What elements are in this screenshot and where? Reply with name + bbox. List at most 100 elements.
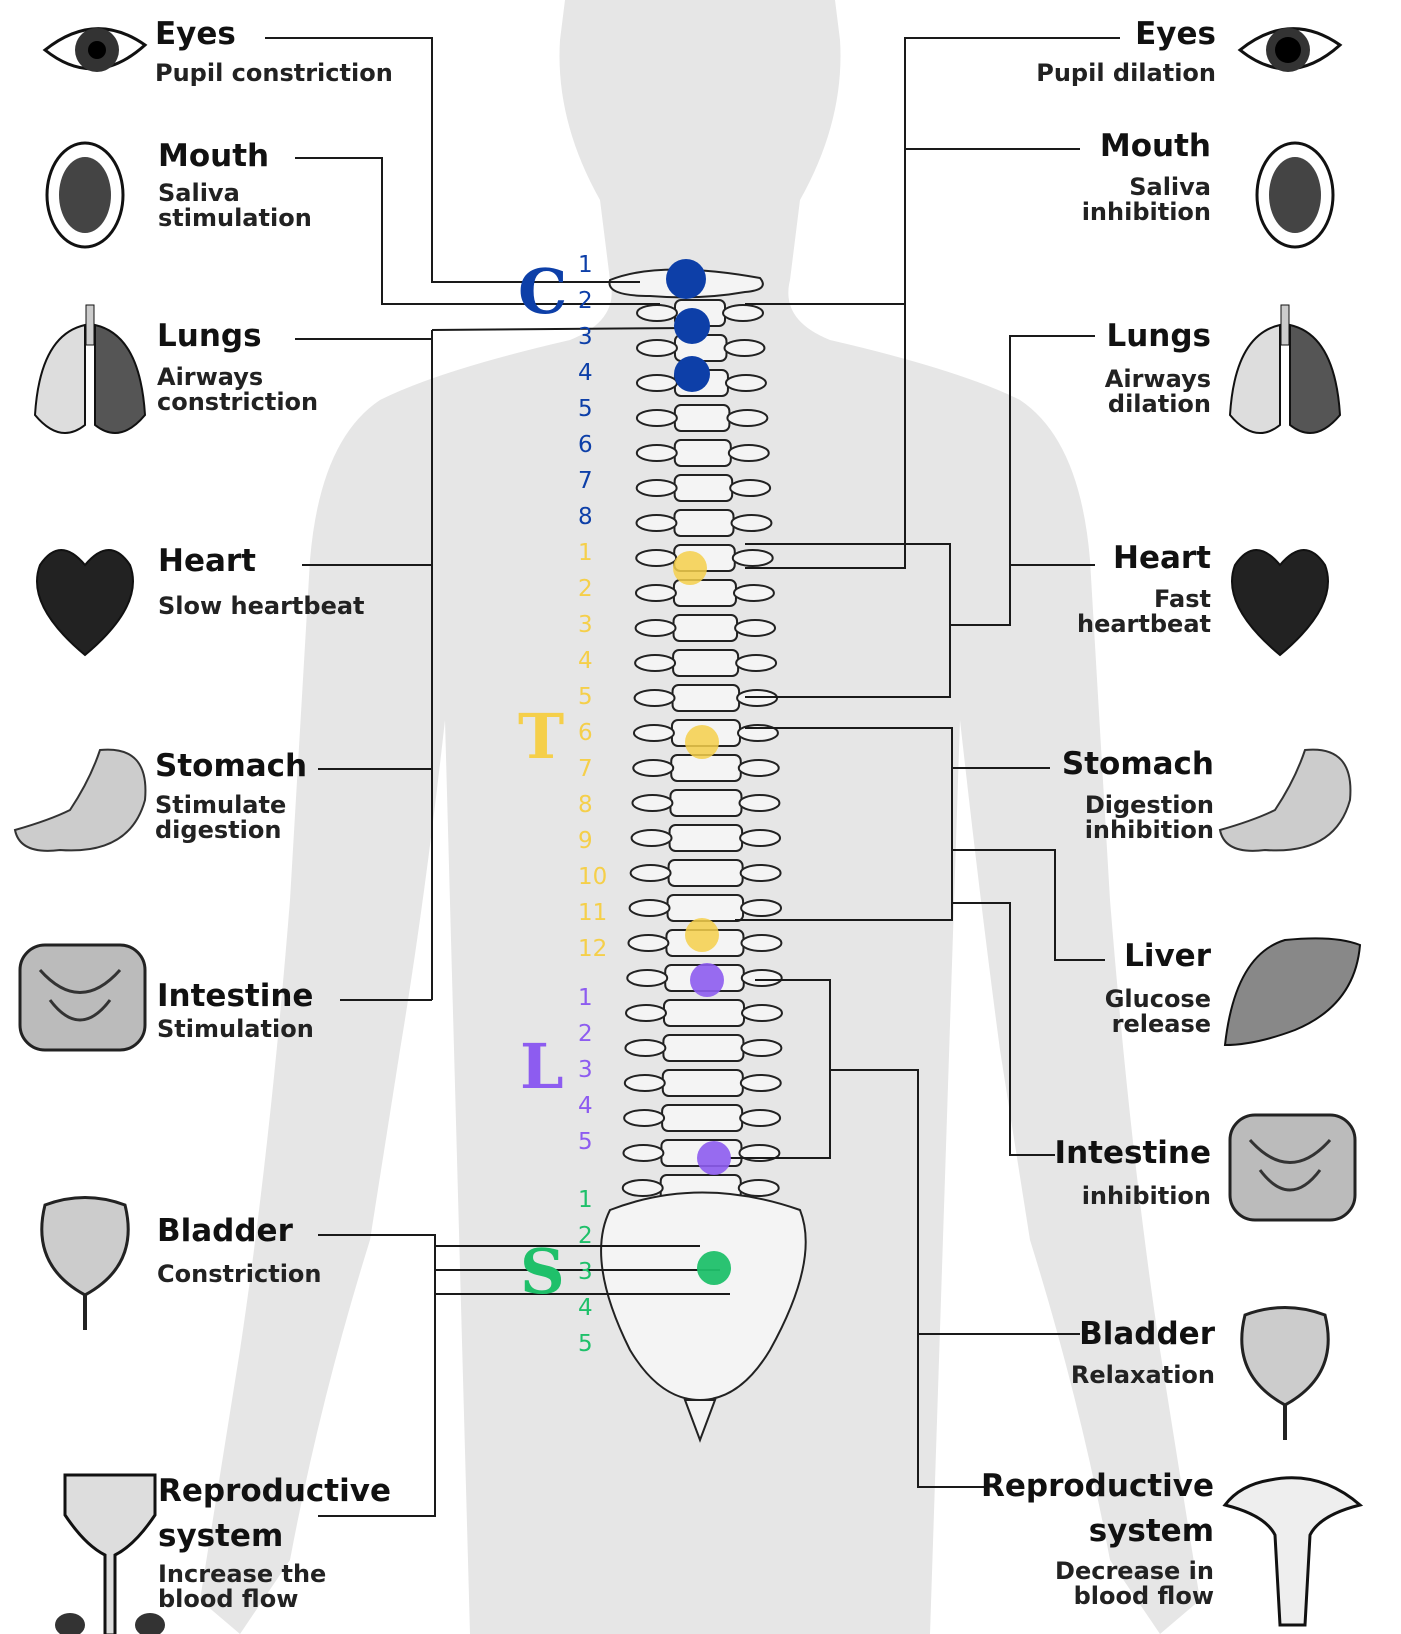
vertebra-process xyxy=(723,305,763,321)
left-lungs-label: Lungs Airways constriction xyxy=(157,320,318,415)
lumbar-letter: L xyxy=(520,1030,564,1103)
vertebra-process xyxy=(729,445,769,461)
right-lungs-sub2: dilation xyxy=(1105,392,1211,417)
right-eyes-sub: Pupil dilation xyxy=(1036,61,1216,86)
left-mouth-title: Mouth xyxy=(158,140,312,173)
vertebra-process xyxy=(727,410,767,426)
right-bladder-label: Bladder Relaxation xyxy=(1071,1318,1215,1388)
vertebra-process xyxy=(741,865,781,881)
intestine-icon xyxy=(1230,1115,1355,1220)
right-bladder-sub: Relaxation xyxy=(1071,1363,1215,1388)
right-heart-sub2: heartbeat xyxy=(1077,612,1211,637)
vertebra-process xyxy=(626,1005,666,1021)
left-lungs-title: Lungs xyxy=(157,320,318,353)
left-heart-sub: Slow heartbeat xyxy=(158,594,365,619)
left-reproductive-title2: system xyxy=(158,1520,391,1553)
right-heart-label: Heart Fast heartbeat xyxy=(1077,542,1211,637)
cervical-dot xyxy=(674,356,710,392)
left-intestine-title: Intestine xyxy=(157,980,314,1013)
bladder-icon xyxy=(1242,1308,1328,1441)
vertebra-process xyxy=(631,865,671,881)
right-bladder-title: Bladder xyxy=(1071,1318,1215,1351)
right-stomach-sub2: inhibition xyxy=(1062,818,1214,843)
vertebra-number-s: 4 xyxy=(578,1295,618,1321)
left-intestine-sub: Stimulation xyxy=(157,1017,314,1042)
vertebra-number-s: 5 xyxy=(578,1331,618,1357)
lungs-icon xyxy=(1230,305,1340,433)
lumbar-dot xyxy=(697,1141,731,1175)
vertebra-number-t: 2 xyxy=(578,576,618,602)
right-stomach-sub1: Digestion xyxy=(1062,793,1214,818)
sacral-dot xyxy=(697,1251,731,1285)
left-eyes-label: Eyes Pupil constriction xyxy=(155,18,393,86)
vertebra-process xyxy=(736,655,776,671)
vertebra xyxy=(674,580,736,606)
vertebra xyxy=(671,755,741,781)
vertebra xyxy=(673,650,738,676)
right-mouth-sub1: Saliva xyxy=(1082,175,1211,200)
vertebra-process xyxy=(637,375,677,391)
vertebra-process xyxy=(726,375,766,391)
vertebra xyxy=(674,510,733,536)
right-reproductive-title2: system xyxy=(981,1515,1214,1548)
vertebra-process xyxy=(623,1145,663,1161)
left-stomach-label: Stomach Stimulate digestion xyxy=(155,750,307,843)
vertebra-process xyxy=(625,1075,665,1091)
vertebra xyxy=(664,1000,744,1026)
right-reproductive-title1: Reproductive xyxy=(981,1470,1214,1503)
vertebra-number-t: 6 xyxy=(578,720,618,746)
vertebra-process xyxy=(724,340,764,356)
vertebra-number-c: 7 xyxy=(578,468,618,494)
heart-icon xyxy=(1232,550,1328,655)
cervical-dot xyxy=(674,308,710,344)
vertebra xyxy=(669,860,743,886)
right-lungs-label: Lungs Airways dilation xyxy=(1105,320,1211,417)
left-mouth-sub2: stimulation xyxy=(158,206,312,231)
vertebra-process xyxy=(734,585,774,601)
stomach-icon xyxy=(1220,750,1350,851)
left-intestine-label: Intestine Stimulation xyxy=(157,980,314,1042)
vertebra-process xyxy=(741,1075,781,1091)
left-lungs-sub2: constriction xyxy=(157,390,318,415)
vertebra-process xyxy=(625,1040,665,1056)
vertebra-process xyxy=(730,480,770,496)
vertebra-number-c: 1 xyxy=(578,252,618,278)
right-intestine-label: Intestine inhibition xyxy=(1055,1137,1211,1209)
vertebra xyxy=(673,685,740,711)
left-heart-title: Heart xyxy=(158,545,365,578)
vertebra-process xyxy=(636,550,676,566)
vertebra-number-s: 2 xyxy=(578,1223,618,1249)
vertebra xyxy=(675,440,731,466)
male-reproductive-icon xyxy=(55,1475,165,1634)
intestine-icon xyxy=(20,945,145,1050)
bladder-icon xyxy=(42,1198,128,1331)
vertebra-process xyxy=(627,970,667,986)
mouth-icon xyxy=(1257,143,1333,247)
lungs-icon xyxy=(35,305,145,433)
vertebra-number-t: 1 xyxy=(578,540,618,566)
mouth-icon xyxy=(47,143,123,247)
vertebra-number-l: 5 xyxy=(578,1129,618,1155)
vertebra-number-c: 3 xyxy=(578,324,618,350)
left-heart-label: Heart Slow heartbeat xyxy=(158,545,365,619)
vertebra xyxy=(675,475,733,501)
vertebra-process xyxy=(740,830,780,846)
vertebra-number-t: 10 xyxy=(578,864,618,890)
vertebra xyxy=(670,790,741,816)
thoracic-dot xyxy=(685,725,719,759)
left-eyes-title: Eyes xyxy=(155,18,393,51)
right-lungs-title: Lungs xyxy=(1105,320,1211,353)
right-reproductive-label: Reproductive system Decrease in blood fl… xyxy=(981,1470,1214,1609)
right-eyes-label: Eyes Pupil dilation xyxy=(1036,18,1216,86)
left-bladder-title: Bladder xyxy=(157,1215,322,1248)
vertebra xyxy=(668,895,744,921)
right-heart-sub1: Fast xyxy=(1077,587,1211,612)
vertebra xyxy=(663,1035,743,1061)
lumbar-dot xyxy=(690,963,724,997)
vertebra-process xyxy=(636,620,676,636)
right-intestine-sub: inhibition xyxy=(1055,1184,1211,1209)
vertebra-process xyxy=(637,305,677,321)
vertebra-number-t: 11 xyxy=(578,900,618,926)
vertebra-process xyxy=(742,970,782,986)
vertebra-process xyxy=(635,690,675,706)
